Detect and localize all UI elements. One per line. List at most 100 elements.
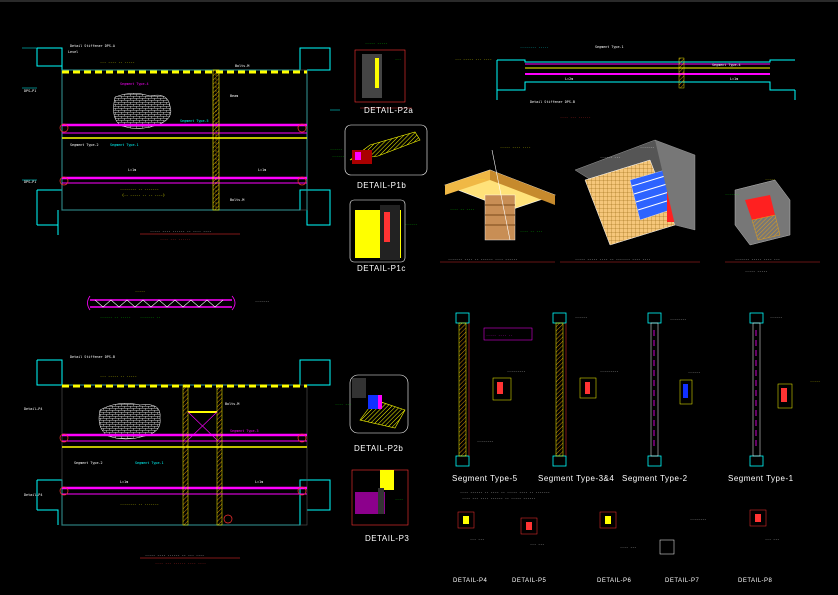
svg-text:Detail—P4: Detail—P4 [24, 407, 42, 411]
svg-text:---- --- ------: ---- --- ------ [160, 237, 191, 241]
svg-text:DPS—P1: DPS—P1 [24, 180, 36, 184]
svg-text:---- ---: ---- --- [335, 402, 351, 406]
iso-detail-right: ----- ------- ------- ----- ---- --- ---… [725, 177, 820, 273]
svg-text:--------: -------- [690, 517, 706, 521]
label-segment-type1-right: Segment Type-1 [595, 45, 624, 49]
svg-text:-------- -----: -------- ----- [520, 45, 549, 49]
caption-detail-p5: DETAIL-P5 [512, 578, 547, 584]
svg-text:-----: ----- [765, 177, 775, 181]
plan-note-top: Detail Stiffener DPS-A [70, 44, 115, 48]
caption-segment-type2: Segment Type-2 [622, 474, 688, 483]
svg-text:---: --- [395, 57, 401, 61]
caption-detail-p3: DETAIL-P3 [365, 534, 409, 543]
svg-text:----- ---- ------ -- --- ----: ----- ---- ------ -- --- ---- [145, 553, 204, 557]
detail-p2a: ----- ----- --- DETAIL-P2a [354, 41, 413, 115]
plan-note-bottom-right: Detail Stiffener DPS-B [530, 100, 575, 104]
bottom-details: ---- ------ -- ---- -- ----- ---- -- ---… [453, 490, 779, 584]
svg-text:-----: ----- [810, 379, 820, 383]
caption-detail-p7: DETAIL-P7 [665, 578, 700, 584]
caption-detail-p8: DETAIL-P8 [738, 578, 773, 584]
svg-text:----- ---- ------ -- ---- ----: ----- ---- ------ -- ---- ---- [150, 229, 211, 233]
svg-text:------ ---: ------ --- [600, 155, 620, 159]
svg-text:Detail—P4: Detail—P4 [24, 493, 42, 497]
svg-text:Segment Type-1: Segment Type-1 [135, 461, 164, 465]
svg-text:------ -- -----: ------ -- ----- [100, 315, 131, 319]
svg-text:----- ----- ---- -- ------- --: ----- ----- ---- -- ------- ---- ---- [575, 257, 651, 261]
svg-text:Segment Type-5: Segment Type-5 [180, 119, 209, 123]
svg-text:L=1m: L=1m [120, 480, 128, 484]
svg-text:Bolts-M: Bolts-M [225, 402, 239, 406]
svg-text:------- --: ------- -- [140, 315, 160, 319]
svg-text:------: ------ [405, 222, 417, 226]
svg-text:------: ------ [688, 370, 700, 374]
svg-text:---------: --------- [600, 369, 618, 373]
truss-section: ------ -- ----- ------- -- ----- ------- [87, 289, 269, 319]
caption-detail-p2a: DETAIL-P2a [364, 106, 413, 115]
caption-segment-type34: Segment Type-3&4 [538, 474, 614, 483]
svg-text:------: ------ [575, 315, 587, 319]
caption-segment-type5: Segment Type-5 [452, 474, 518, 483]
svg-text:-------- -- -------: -------- -- ------- [120, 187, 159, 191]
masonry-patch [113, 93, 172, 129]
caption-detail-p4: DETAIL-P4 [453, 578, 488, 584]
svg-text:---- --- ------ ---- ----: ---- --- ------ ---- ---- [155, 561, 206, 565]
svg-text:------- ---- -- ------ ---- --: ------- ---- -- ------ ---- ------ [448, 257, 517, 261]
caption-detail-p6: DETAIL-P6 [597, 578, 632, 584]
segment-type2: -------- ------ Segment Type-2 [622, 312, 700, 483]
masonry-patch-bottom [98, 403, 161, 440]
detail-p2b: ---- --- DETAIL-P2b [335, 374, 409, 453]
svg-text:------: ------ [770, 315, 782, 319]
label-segment-type2: Segment Type-2 [70, 143, 99, 147]
iso-detail-left: ----- ---- ---- ----- ---- -- ---- ---- … [440, 145, 556, 263]
svg-text:--- ---: --- --- [765, 537, 779, 541]
svg-text:L=1m: L=1m [258, 168, 266, 172]
svg-text:Bolts-M: Bolts-M [235, 64, 249, 68]
caption-detail-p1c: DETAIL-P1c [357, 264, 406, 273]
svg-text:Segment Type-4: Segment Type-4 [712, 63, 741, 67]
svg-text:--- ---: --- --- [470, 537, 484, 541]
svg-text:L=1m: L=1m [255, 480, 263, 484]
svg-text:---- ---: ---- --- [620, 545, 636, 549]
svg-text:DPS—P1: DPS—P1 [24, 89, 36, 93]
svg-text:--- ----- -- -----: --- ----- -- ----- [100, 374, 137, 378]
svg-text:---- ------ -- ---- -- ----- -: ---- ------ -- ---- -- ----- ---- -- ---… [460, 490, 550, 494]
svg-text:---- -- ---: ---- -- --- [520, 229, 542, 233]
frame-outline-top-left [36, 47, 331, 235]
svg-text:-------- -- -------: -------- -- ------- [120, 502, 159, 506]
label-segment-type4: Segment Type-4 [120, 82, 149, 86]
svg-text:--- ---: --- --- [530, 542, 544, 546]
svg-text:----: ---- [395, 497, 403, 501]
svg-text:Segment Type-3: Segment Type-3 [230, 429, 259, 433]
segment-type1: ------ ----- Segment Type-1 [728, 312, 820, 483]
svg-text:(-- ----- -- -- ----): (-- ----- -- -- ----) [122, 193, 165, 197]
svg-text:--- ----- --- ----: --- ----- --- ---- [455, 57, 492, 61]
iso-detail-middle: ------ --- ------- ----- ----- ---- -- -… [560, 139, 700, 263]
svg-text:L=1m: L=1m [730, 77, 738, 81]
svg-text:Segment Type-2: Segment Type-2 [74, 461, 103, 465]
svg-text:-----: ----- [135, 289, 145, 293]
segment-type34: ------ --------- Segment Type-3&4 [538, 312, 618, 483]
segment-type5: ----- ---- -- --------- -------- Segment… [452, 312, 533, 483]
elevation-top-right: -------- ----- --- ----- --- ---- Segmen… [455, 45, 796, 119]
elevation-top-left: Detail Stiffener DPS-A Level --- ---- --… [22, 44, 340, 241]
svg-text:---------: --------- [507, 369, 525, 373]
svg-text:Detail Stiffener DPS-B: Detail Stiffener DPS-B [70, 355, 115, 359]
svg-text:---- -- ----: ---- -- ---- [450, 207, 475, 211]
svg-text:----- -----: ----- ----- [745, 269, 767, 273]
label-segment-type1: Segment Type-1 [110, 143, 139, 147]
svg-text:------- ----- ---- ---: ------- ----- ---- --- [735, 257, 780, 261]
svg-text:-------: ------- [640, 145, 654, 149]
caption-detail-p2b: DETAIL-P2b [354, 444, 403, 453]
svg-text:-------: ------- [725, 192, 739, 196]
svg-text:---- --- ------: ---- --- ------ [560, 115, 591, 119]
label-lm: L=1m [128, 168, 136, 172]
svg-text:--- ---- -- -----: --- ---- -- ----- [100, 60, 135, 64]
detail-p1c: ------ DETAIL-P1c [349, 199, 417, 273]
label-lm2: L=2m [565, 77, 573, 81]
svg-text:--------: -------- [477, 439, 493, 443]
svg-text:----- -----: ----- ----- [365, 41, 387, 45]
detail-p3: ---- DETAIL-P3 [351, 469, 409, 543]
svg-text:---- --- ---- ------ -- -----: ---- --- ---- ------ -- ----- ------ [462, 496, 536, 500]
svg-text:Level: Level [68, 50, 78, 54]
